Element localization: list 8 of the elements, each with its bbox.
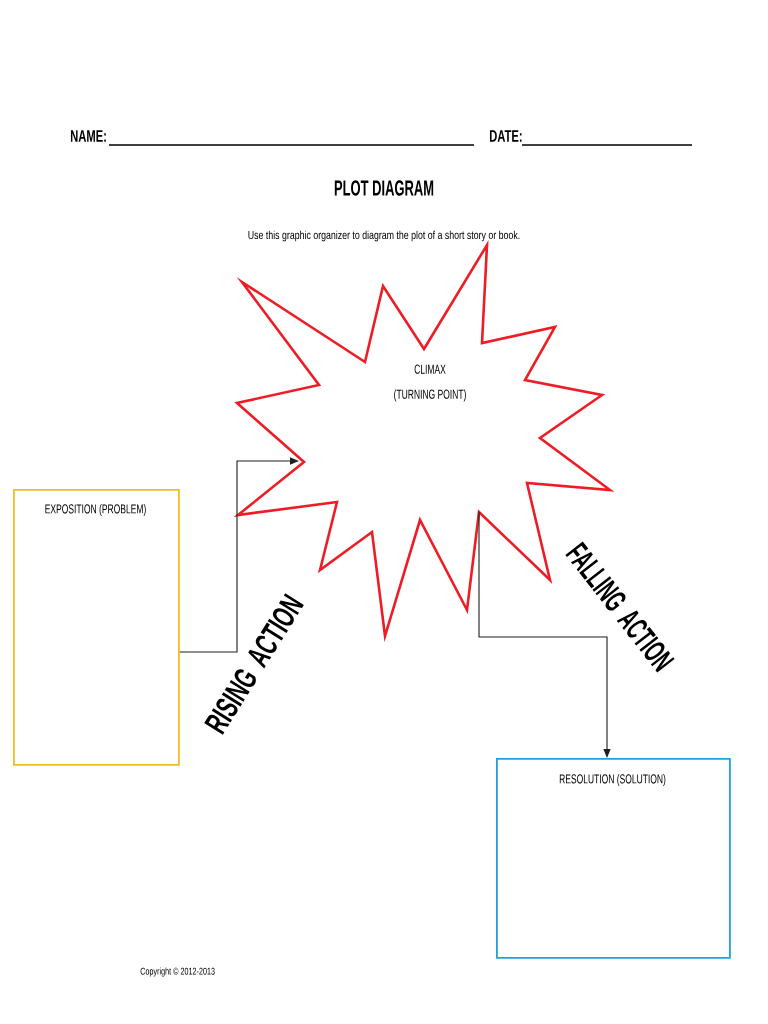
exposition-box: EXPOSITION (PROBLEM) xyxy=(13,489,180,766)
name-label: NAME: xyxy=(70,130,106,142)
arrow xyxy=(179,457,299,653)
copyright-note: Copyright © 2012-2013 xyxy=(140,967,215,977)
date-label: DATE: xyxy=(489,130,522,142)
resolution-box: RESOLUTION (SOLUTION) xyxy=(496,758,731,959)
arrow xyxy=(478,511,611,758)
title: PLOT DIAGRAM xyxy=(334,180,434,196)
